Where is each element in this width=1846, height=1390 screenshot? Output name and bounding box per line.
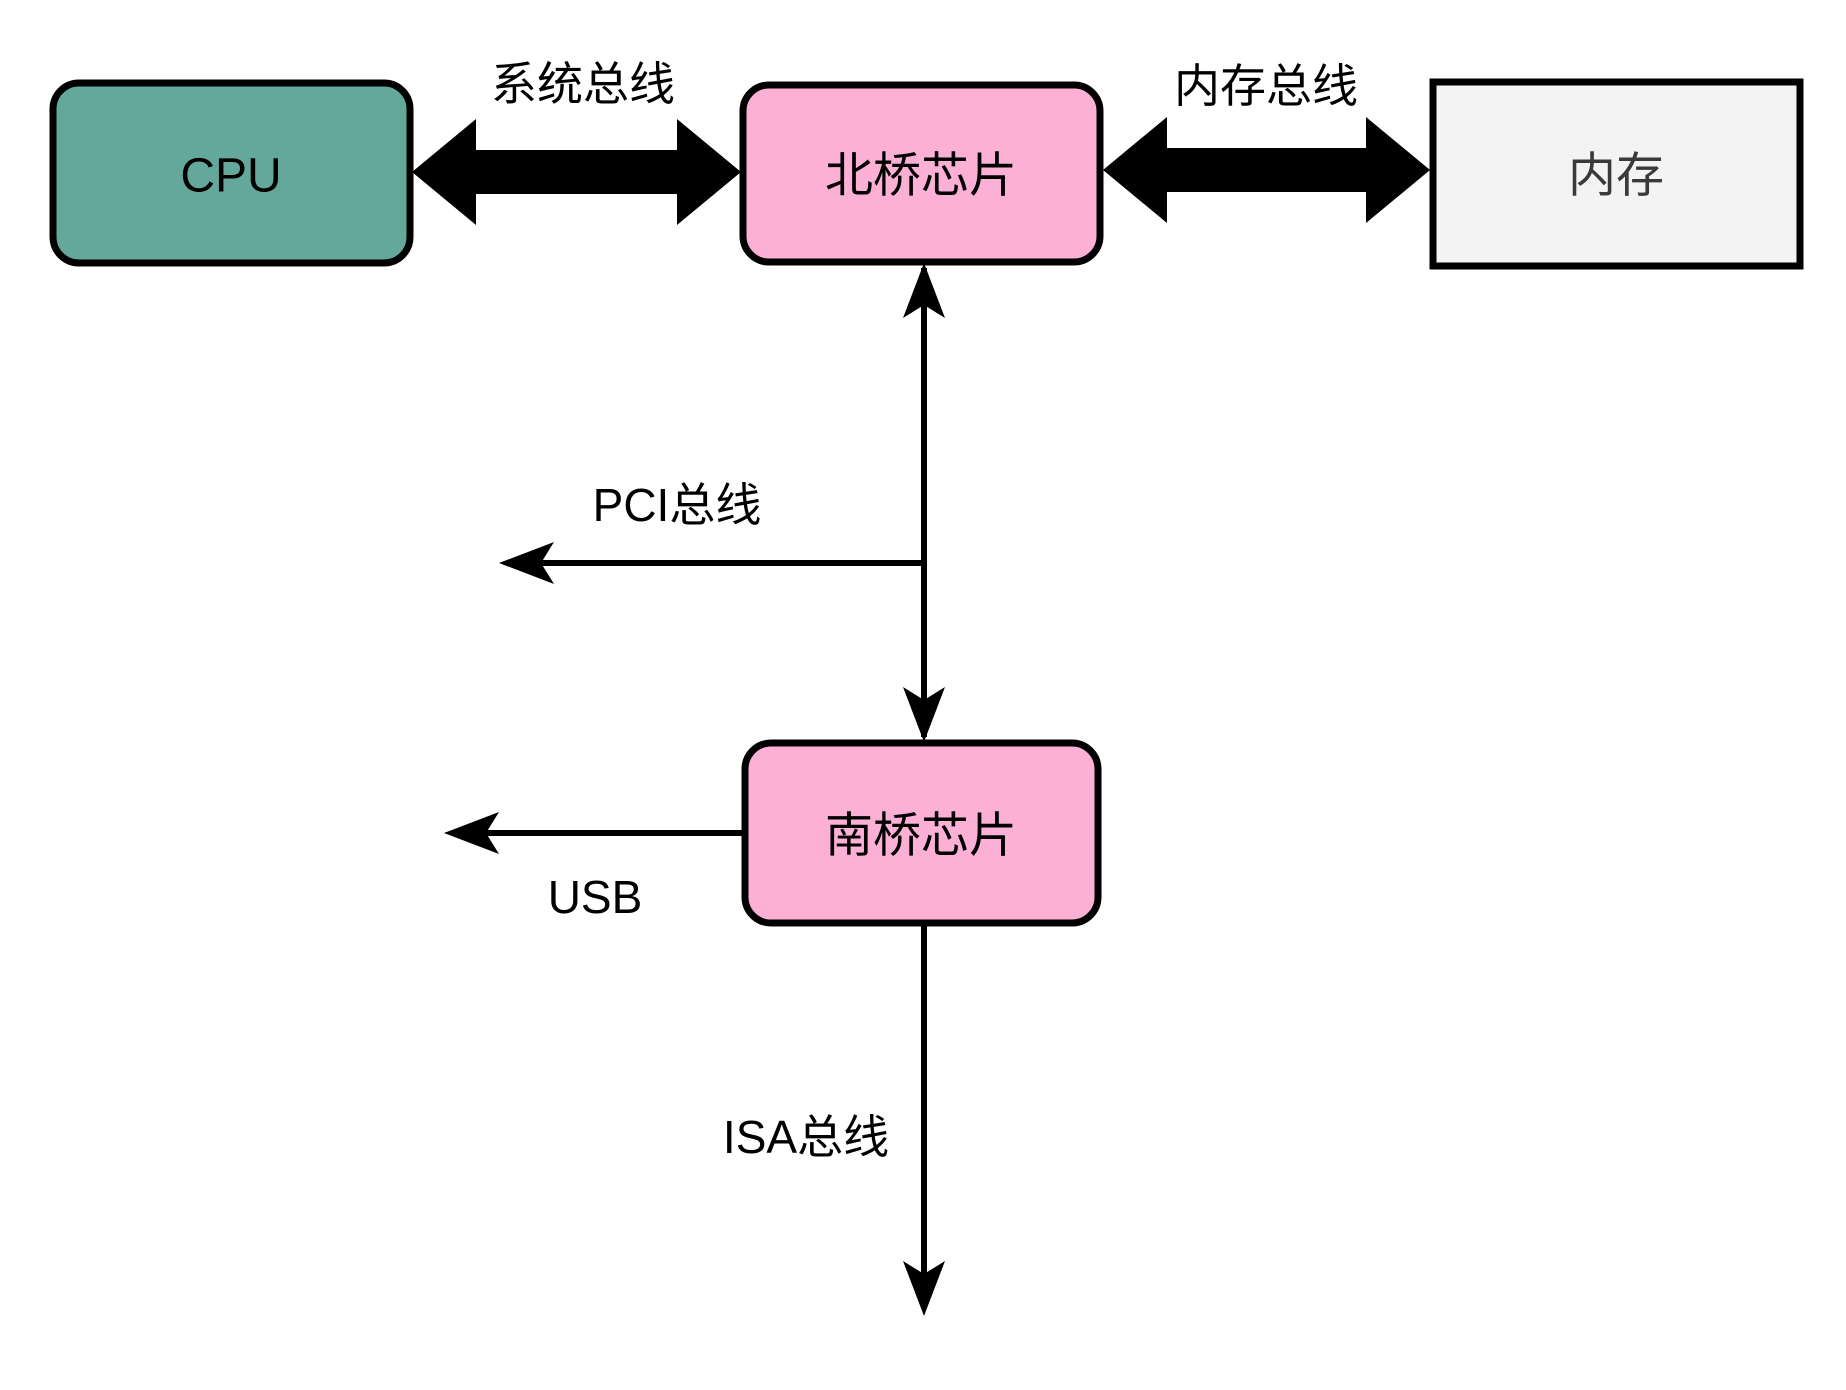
- cpu-node: CPU: [49, 79, 414, 267]
- pci-bus-label: PCI总线: [593, 479, 762, 531]
- memory-label: 内存: [1568, 150, 1664, 203]
- memory-bus-arrow: [1103, 117, 1430, 223]
- bridge-link-arrowhead-down: [903, 687, 945, 742]
- usb-arrowhead: [444, 812, 499, 854]
- system-bus-arrow: [412, 119, 741, 225]
- southbridge-label: 南桥芯片: [825, 810, 1017, 863]
- bridge-link-arrowhead-up: [903, 263, 945, 318]
- cpu-box: [49, 79, 414, 267]
- northbridge-node: 北桥芯片: [739, 81, 1104, 266]
- memory-node: 内存: [1429, 78, 1804, 270]
- usb-label: USB: [548, 871, 643, 923]
- southbridge-box: [741, 739, 1102, 927]
- memory-bus-label: 内存总线: [1174, 60, 1358, 112]
- isa-bus-label: ISA总线: [723, 1111, 889, 1163]
- system-bus-label: 系统总线: [491, 58, 675, 110]
- northbridge-label: 北桥芯片: [825, 150, 1017, 203]
- memory-box: [1429, 78, 1804, 270]
- isa-bus-arrowhead: [903, 1261, 945, 1316]
- pci-bus-arrowhead: [499, 542, 554, 584]
- southbridge-node: 南桥芯片: [741, 739, 1102, 927]
- cpu-label: CPU: [180, 150, 281, 203]
- northbridge-box: [739, 81, 1104, 266]
